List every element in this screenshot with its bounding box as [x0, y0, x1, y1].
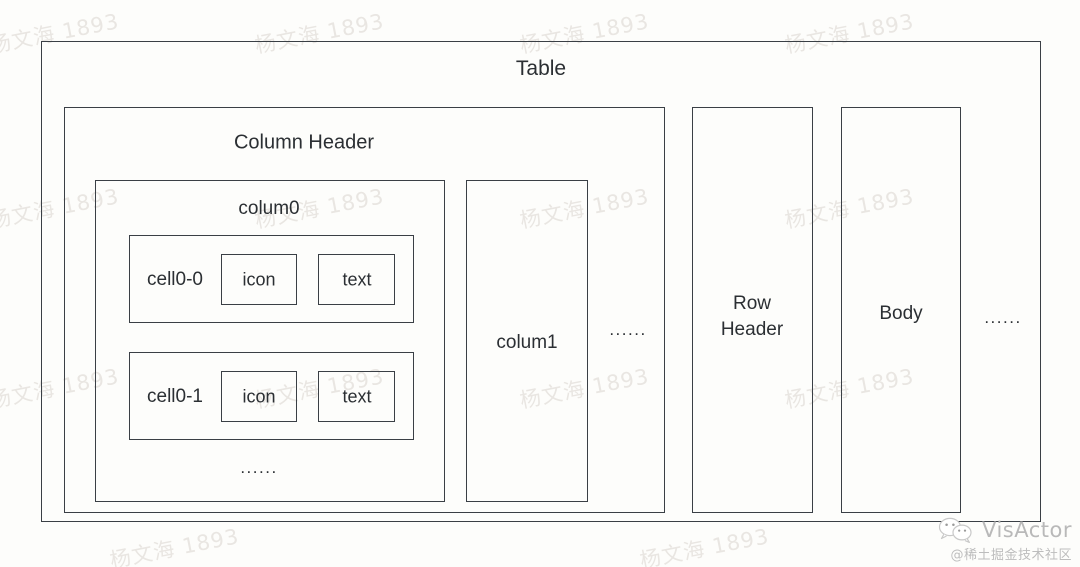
colum1-label: colum1 — [496, 332, 558, 353]
cell-label: cell0-1 — [147, 386, 203, 407]
table-label: Table — [515, 57, 567, 80]
cell-text-label: text — [342, 386, 372, 407]
cell-text-box — [318, 254, 395, 305]
cell-icon-box — [221, 371, 297, 422]
table-container — [41, 41, 1041, 522]
colum0-container — [95, 180, 445, 502]
row-header-label-line1: Row — [732, 293, 772, 314]
brand-credit: VisActor @稀土掘金技术社区 — [936, 517, 1072, 563]
row-header-label: Row Header — [721, 291, 783, 343]
watermark-text: 杨文海 1893 — [107, 524, 242, 567]
body-label: Body — [879, 303, 923, 324]
cell-container — [129, 235, 414, 323]
watermark-text: 杨文海 1893 — [637, 524, 772, 567]
sections-more-ellipsis: ...... — [984, 308, 1022, 327]
column-header-container — [64, 107, 665, 513]
body-container — [841, 107, 961, 513]
row-header-container — [692, 107, 813, 513]
colum0-label: colum0 — [238, 198, 300, 219]
columns-more-ellipsis: ...... — [609, 320, 647, 339]
cell-container — [129, 352, 414, 440]
cell-label: cell0-0 — [147, 269, 203, 290]
cell-text-box — [318, 371, 395, 422]
column-header-label: Column Header — [233, 131, 375, 154]
cell-text-label: text — [342, 269, 372, 290]
cells-more-ellipsis: ...... — [240, 458, 278, 477]
cell-icon-label: icon — [242, 386, 276, 407]
row-header-label-line2: Header — [720, 319, 784, 340]
cell-icon-box — [221, 254, 297, 305]
cell-icon-label: icon — [242, 269, 276, 290]
brand-subtitle: @稀土掘金技术社区 — [950, 548, 1072, 563]
colum1-container — [466, 180, 588, 502]
